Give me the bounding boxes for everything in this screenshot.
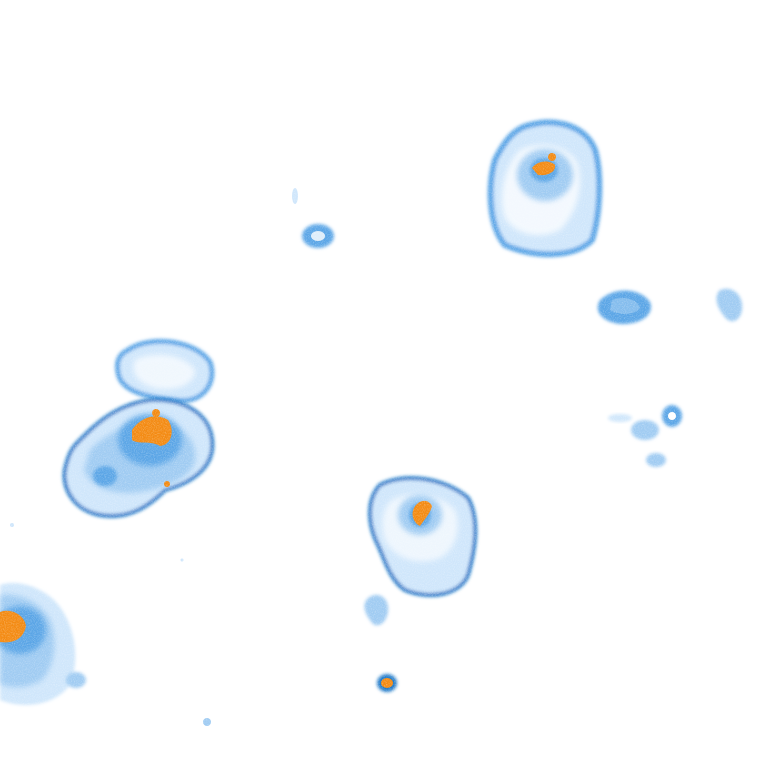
texture-overlay <box>0 0 768 768</box>
radar-scene <box>0 0 768 768</box>
